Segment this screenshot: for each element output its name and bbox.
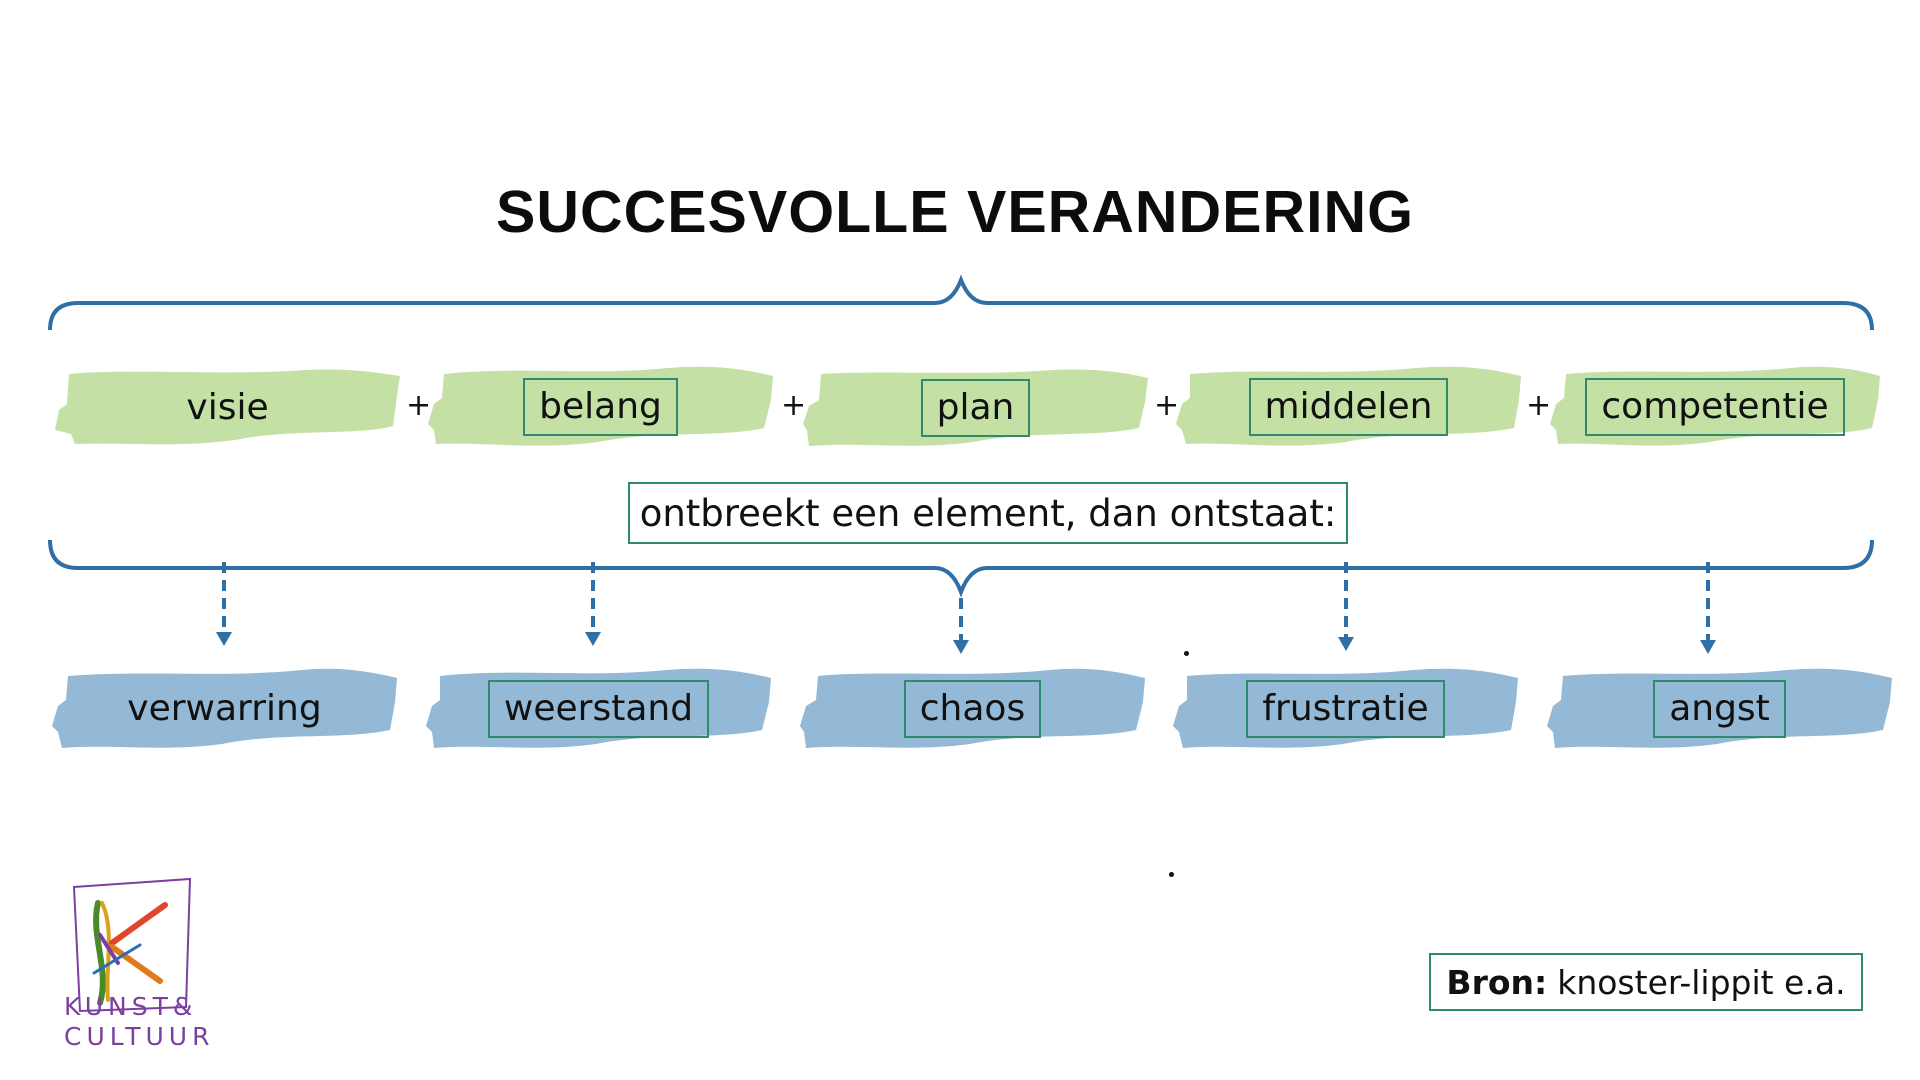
- diagram-title: SUCCESVOLLE VERANDERING: [496, 179, 1414, 245]
- green-blob-shape: [803, 369, 1148, 446]
- blue-blob-shape: [1547, 668, 1892, 748]
- green-blob-shape: [428, 366, 773, 446]
- source-value: knoster-lippit e.a.: [1557, 962, 1846, 1002]
- source-label: Bron:: [1446, 962, 1548, 1002]
- stray-dot: [1169, 872, 1174, 877]
- arrow-2-head: [585, 632, 601, 646]
- element-label: belang: [523, 378, 678, 436]
- element-label: visie: [186, 387, 269, 428]
- element-belang: belang: [428, 364, 773, 450]
- element-plan: plan: [803, 366, 1148, 450]
- green-blob-shape: [1550, 366, 1880, 446]
- logo-mark-icon: [72, 877, 192, 1013]
- element-label: plan: [920, 379, 1031, 437]
- logo-line2: CULTUUR: [64, 1022, 215, 1051]
- arrow-4-head: [1338, 637, 1354, 651]
- plus-sign: +: [1154, 388, 1180, 423]
- outcome-label: weerstand: [487, 680, 710, 738]
- plus-sign: +: [406, 388, 432, 423]
- outcome-weerstand: weerstand: [426, 666, 771, 752]
- outcome-label: chaos: [903, 680, 1042, 738]
- arrow-1-head: [216, 632, 232, 646]
- outcome-label: verwarring: [127, 688, 322, 729]
- outcome-angst: angst: [1547, 666, 1892, 752]
- outcome-chaos: chaos: [800, 666, 1145, 752]
- arrow-3-head: [953, 640, 969, 654]
- element-middelen: middelen: [1176, 364, 1521, 450]
- green-blob-shape: [55, 369, 400, 445]
- blue-blob-shape: [1173, 668, 1518, 748]
- blue-blob-shape: [426, 668, 771, 748]
- kunst-cultuur-logo: KUNST& CULTUUR: [60, 875, 210, 1055]
- outcome-verwarring: verwarring: [52, 666, 397, 752]
- plus-sign: +: [781, 388, 807, 423]
- stray-dot: [1184, 651, 1189, 656]
- arrow-5-head: [1700, 640, 1716, 654]
- top-brace: [48, 274, 1874, 331]
- missing-element-caption: ontbreekt een element, dan ontstaat:: [628, 482, 1348, 544]
- green-blob-shape: [1176, 366, 1521, 446]
- element-label: middelen: [1248, 378, 1449, 436]
- element-label: competentie: [1585, 378, 1845, 436]
- plus-sign: +: [1526, 388, 1552, 423]
- element-visie: visie: [55, 366, 400, 450]
- outcome-label: frustratie: [1246, 680, 1445, 738]
- element-competentie: competentie: [1550, 364, 1880, 450]
- source-citation: Bron: knoster-lippit e.a.: [1429, 953, 1863, 1011]
- outcome-frustratie: frustratie: [1173, 666, 1518, 752]
- blue-blob-shape: [52, 668, 397, 748]
- logo-line1: KUNST&: [64, 992, 198, 1021]
- outcome-label: angst: [1653, 680, 1786, 738]
- bottom-brace: [48, 539, 1874, 598]
- blue-blob-shape: [800, 668, 1145, 748]
